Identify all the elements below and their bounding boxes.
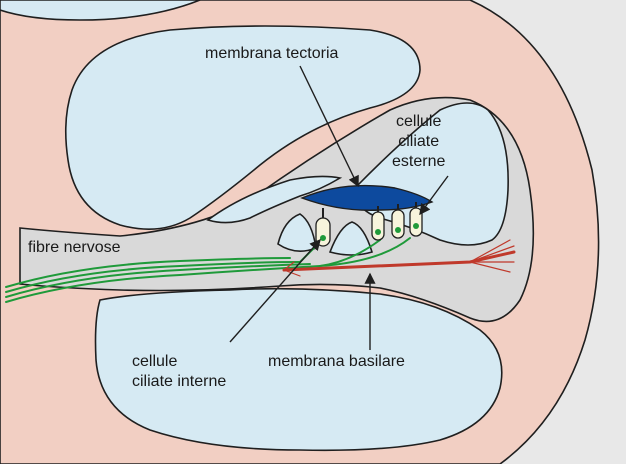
label-membrana-basilare: membrana basilare (268, 352, 405, 372)
label-cellule-ciliate-interne: cellule ciliate interne (132, 352, 226, 392)
label-line: ciliate interne (132, 372, 226, 392)
label-line: cellule (132, 352, 226, 372)
label-line: cellule (392, 112, 445, 132)
label-membrana-tectoria: membrana tectoria (205, 44, 338, 64)
label-line: esterne (392, 152, 445, 172)
label-fibre-nervose: fibre nervose (28, 238, 121, 258)
label-line: ciliate (392, 132, 445, 152)
label-cellule-ciliate-esterne: cellule ciliate esterne (392, 112, 445, 172)
